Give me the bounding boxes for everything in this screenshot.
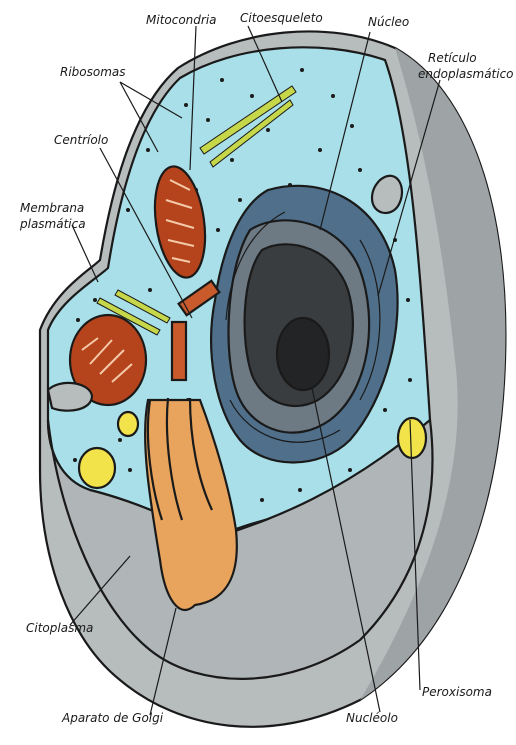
label-golgi: Aparato de Golgi (61, 711, 164, 725)
label-nucleo: Núcleo (368, 15, 409, 29)
label-centriolo: Centríolo (54, 133, 108, 147)
label-membrana-2: plasmática (19, 217, 86, 231)
label-citoesqueleto: Citoesqueleto (240, 11, 323, 25)
label-citoplasma: Citoplasma (26, 621, 93, 635)
label-peroxisoma: Peroxisoma (422, 685, 492, 699)
label-reticulo-2: endoplasmático (418, 67, 514, 81)
label-nucleolo: Nucléolo (346, 711, 398, 725)
label-reticulo-1: Retículo (428, 51, 477, 65)
label-ribosomas: Ribosomas (60, 65, 126, 79)
label-membrana-1: Membrana (20, 201, 84, 215)
label-mitocondria: Mitocondria (146, 13, 217, 27)
nucleolus (277, 318, 329, 390)
vesicle-left (48, 383, 92, 411)
